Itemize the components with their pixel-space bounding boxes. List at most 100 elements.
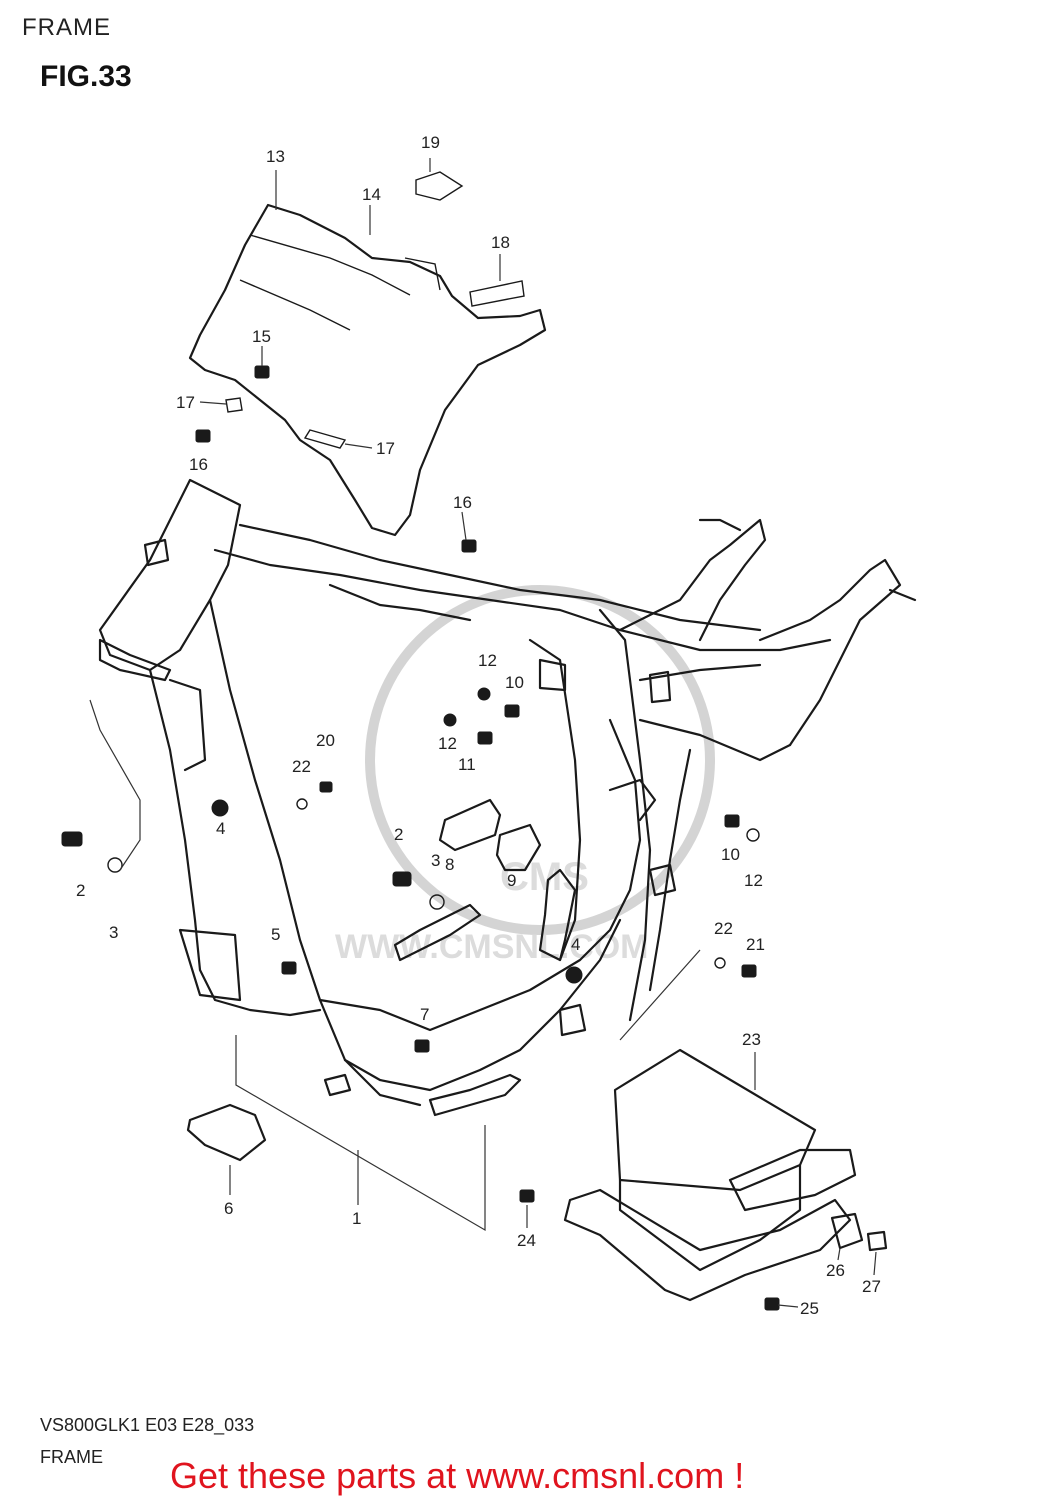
callout-21: 21 bbox=[746, 935, 765, 954]
callout-20: 20 bbox=[316, 731, 335, 750]
callout-23: 23 bbox=[742, 1030, 761, 1049]
front-down-tube-left bbox=[148, 668, 322, 1017]
washer-3-right bbox=[429, 894, 445, 910]
callout-12-right: 12 bbox=[744, 871, 763, 890]
upright-boss bbox=[648, 863, 677, 897]
callout-12-upper: 12 bbox=[478, 651, 497, 670]
lower-cradle-inner bbox=[343, 918, 622, 1092]
center-upright-bracket bbox=[608, 778, 657, 822]
callout-8: 8 bbox=[445, 855, 454, 874]
grommet-17-left bbox=[225, 397, 243, 413]
leader-17-left bbox=[199, 401, 227, 405]
bolt-16-left bbox=[195, 429, 211, 443]
grommet-17-right bbox=[303, 429, 347, 449]
bolt-7 bbox=[414, 1039, 430, 1053]
backbone-inner bbox=[328, 583, 472, 622]
cta-banner: Get these parts at www.cmsnl.com ! bbox=[170, 1455, 745, 1496]
washer-22-left bbox=[296, 798, 308, 810]
footrest-mount bbox=[428, 1073, 522, 1117]
section-title: FRAME bbox=[22, 14, 111, 41]
callout-19: 19 bbox=[421, 133, 440, 152]
callout-13: 13 bbox=[266, 147, 285, 166]
watermark-url: WWW.CMSNL.COM bbox=[335, 928, 649, 966]
callout-12-left: 12 bbox=[438, 734, 457, 753]
figure-title: FIG.33 bbox=[40, 60, 132, 93]
plate-8 bbox=[438, 798, 502, 852]
tank-cover-edge bbox=[249, 234, 411, 296]
emblem-19 bbox=[415, 171, 464, 201]
callout-22-right: 22 bbox=[714, 919, 733, 938]
callout-5: 5 bbox=[271, 925, 280, 944]
callout-17-left: 17 bbox=[176, 393, 195, 412]
rear-down bbox=[648, 748, 692, 992]
head-plate bbox=[98, 638, 172, 682]
nut-12-upper bbox=[477, 687, 491, 701]
battery-box-top bbox=[613, 1048, 817, 1192]
rear-loop-right bbox=[758, 558, 902, 747]
group-bracket-1 bbox=[235, 1035, 486, 1232]
bolt-10-upper bbox=[504, 704, 520, 718]
callout-22-left: 22 bbox=[292, 757, 311, 776]
rear-bracket bbox=[648, 670, 672, 704]
frame-cover bbox=[188, 171, 547, 537]
nut-12-left bbox=[443, 713, 457, 727]
callout-27: 27 bbox=[862, 1277, 881, 1296]
nut-4-lower bbox=[565, 966, 583, 984]
callout-2-right: 2 bbox=[394, 825, 403, 844]
center-upright-right bbox=[598, 608, 652, 1022]
bracket-6 bbox=[186, 1103, 267, 1162]
rear-pin-right bbox=[888, 588, 917, 602]
battery-box-bracket bbox=[728, 1148, 857, 1212]
side-bracket bbox=[538, 868, 577, 962]
watermark: CMS WWW.CMSNL.COM bbox=[335, 585, 715, 966]
nut-12-right bbox=[746, 828, 760, 842]
callout-10-right: 10 bbox=[721, 845, 740, 864]
bolt-5 bbox=[281, 961, 297, 975]
bolt-2-right bbox=[392, 871, 412, 887]
battery-box-tray bbox=[563, 1188, 852, 1302]
callout-1: 1 bbox=[352, 1209, 361, 1228]
bolt-10-right bbox=[724, 814, 740, 828]
bolt-20 bbox=[319, 781, 333, 793]
bolt-24 bbox=[519, 1189, 535, 1203]
tank-cover-ridge bbox=[404, 257, 441, 291]
diagram-code: VS800GLK1 E03 E28_033 bbox=[40, 1415, 255, 1435]
tank-cover-edge-2 bbox=[239, 279, 351, 331]
upper-tube-right bbox=[238, 523, 762, 632]
rear-cross bbox=[638, 663, 762, 682]
cradle-boss bbox=[558, 1003, 587, 1037]
bolt-16-right bbox=[461, 539, 477, 553]
cushion-26 bbox=[830, 1212, 864, 1250]
leader-16-right bbox=[461, 511, 467, 541]
callout-labels: 13 14 19 18 15 17 17 16 16 12 10 12 11 2… bbox=[76, 133, 881, 1318]
nut-4-upper bbox=[211, 799, 229, 817]
leader-rear bbox=[619, 949, 701, 1041]
center-upright-left bbox=[528, 638, 582, 962]
callout-18: 18 bbox=[491, 233, 510, 252]
rear-pin-left bbox=[698, 518, 742, 532]
bolt-11 bbox=[477, 731, 493, 745]
callout-3-left: 3 bbox=[109, 923, 118, 942]
leader-25 bbox=[777, 1304, 799, 1308]
footer-frame-label: FRAME bbox=[40, 1447, 103, 1467]
washer-22-right bbox=[714, 957, 726, 969]
callout-10-upper: 10 bbox=[505, 673, 524, 692]
callout-25: 25 bbox=[800, 1299, 819, 1318]
engine-mount-plate bbox=[168, 678, 207, 772]
callout-15: 15 bbox=[252, 327, 271, 346]
callout-7: 7 bbox=[420, 1005, 429, 1024]
callout-4-lower: 4 bbox=[571, 935, 580, 954]
callout-2-left: 2 bbox=[76, 881, 85, 900]
tank-cover-outline bbox=[188, 203, 547, 537]
leader-27 bbox=[873, 1251, 877, 1276]
bolt-21 bbox=[741, 964, 757, 978]
group-bracket-left bbox=[89, 699, 141, 871]
upright-ring bbox=[538, 658, 567, 692]
bolt-2-left bbox=[61, 831, 83, 847]
battery-box-body bbox=[618, 1163, 802, 1272]
head-boss bbox=[143, 538, 170, 567]
plate-9 bbox=[495, 823, 542, 872]
callout-16-right: 16 bbox=[453, 493, 472, 512]
callout-6: 6 bbox=[224, 1199, 233, 1218]
